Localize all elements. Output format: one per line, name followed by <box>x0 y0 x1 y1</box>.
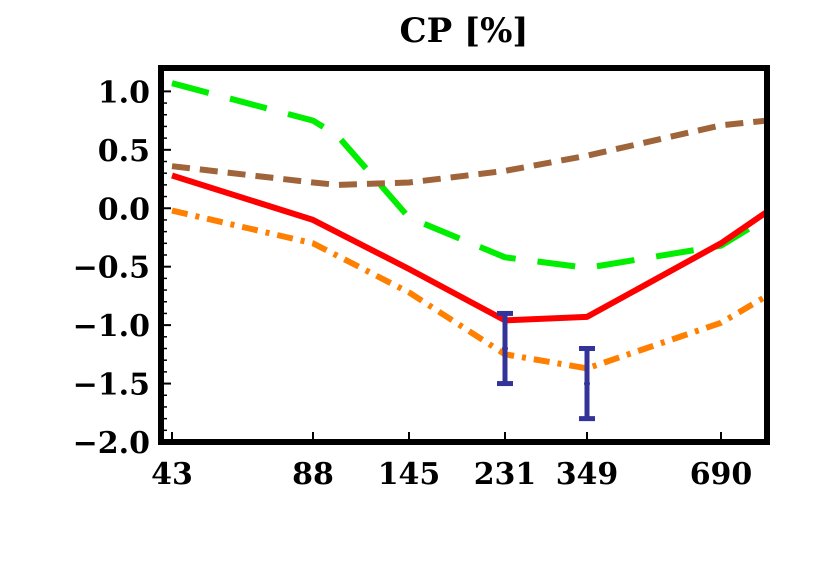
y-tick-label: −1.0 <box>73 309 150 344</box>
y-tick-label: −0.5 <box>73 251 150 286</box>
x-tick-label: 88 <box>292 457 334 492</box>
error-bar-2 <box>579 346 595 422</box>
series-layer <box>171 80 769 372</box>
tick-layer <box>161 90 722 443</box>
x-tick-label: 690 <box>690 457 753 492</box>
y-tick-label: 1.0 <box>98 75 150 110</box>
y-tick-label: −1.5 <box>73 368 150 403</box>
x-tick-label: 231 <box>474 457 537 492</box>
y-tick-label: −2.0 <box>73 426 150 461</box>
plot-frame <box>158 65 770 445</box>
series-line-2 <box>171 117 768 188</box>
series-line-3 <box>171 172 769 324</box>
chart-title: CP [%] <box>400 11 529 51</box>
y-tick-label: 0.0 <box>98 192 150 227</box>
error-bar-1 <box>497 310 513 387</box>
x-tick-label: 43 <box>151 457 193 492</box>
x-tick-label: 145 <box>378 457 441 492</box>
y-tick-label: 0.5 <box>98 134 150 169</box>
series-line-1 <box>171 80 769 271</box>
series-line-4 <box>171 207 769 372</box>
x-tick-label: 349 <box>556 457 619 492</box>
label-layer: 1.0 0.5 0.0 −0.5 −1.0 −1.5 −2.043 88 145 231 349 69… <box>73 75 753 492</box>
errorbar-layer <box>497 310 595 422</box>
